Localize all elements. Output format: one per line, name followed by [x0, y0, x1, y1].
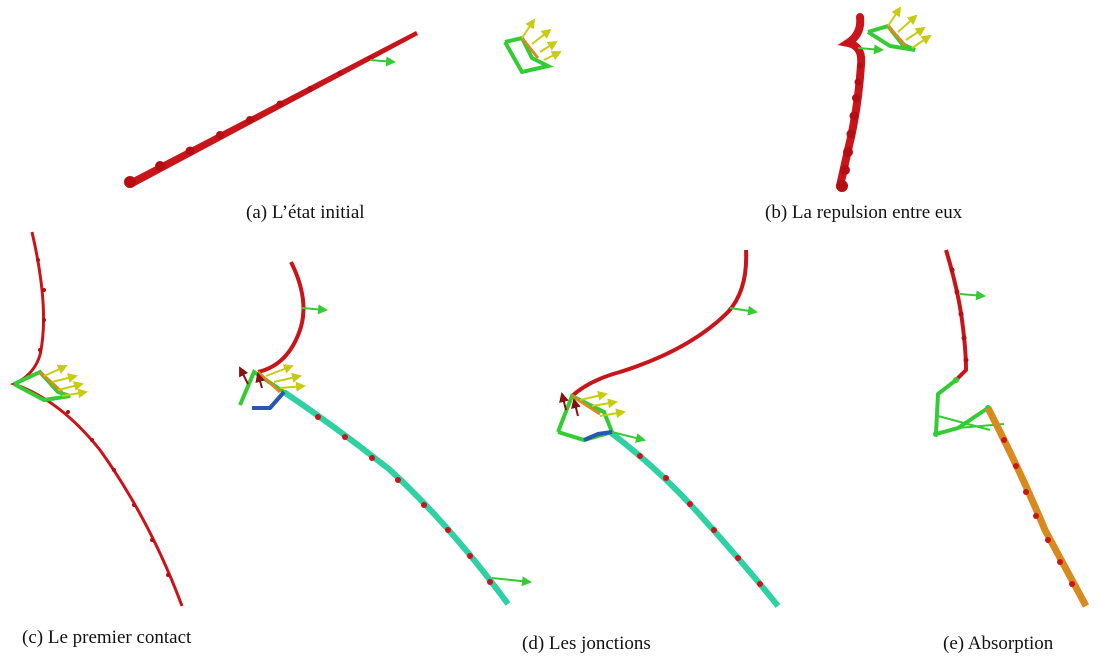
arrow-a-1 — [370, 60, 394, 62]
caption-a: (a) L’état initial — [246, 202, 365, 224]
arrow-d-top — [730, 308, 756, 312]
panel-b — [836, 8, 930, 192]
arrow-e-top — [960, 294, 984, 296]
molecule-d — [558, 394, 644, 440]
molecule-c — [14, 366, 86, 400]
strand-c2-top — [258, 262, 303, 372]
strand-c-beads — [36, 258, 170, 577]
molecule-b — [868, 8, 930, 50]
caption-e: (e) Absorption — [943, 633, 1053, 655]
strand-b — [840, 17, 861, 186]
caption-b: (b) La repulsion entre eux — [765, 202, 962, 224]
arrow-c2-top — [302, 308, 326, 310]
strand-c2-teal — [284, 392, 508, 604]
strand-c2-beads — [315, 414, 493, 585]
strand-a — [127, 31, 418, 187]
panel-c2 — [240, 262, 530, 604]
molecule-a — [505, 20, 560, 72]
caption-c: (c) Le premier contact — [22, 627, 191, 649]
strand-d-top — [572, 250, 746, 396]
strand-d-teal — [610, 432, 778, 606]
panel-c — [14, 232, 182, 606]
panel-d — [558, 250, 778, 606]
panel-a — [124, 20, 560, 188]
molecule-e — [933, 377, 1004, 437]
strand-c — [14, 232, 182, 606]
caption-d: (d) Les jonctions — [522, 633, 651, 655]
panel-e — [933, 250, 1086, 606]
arrow-c2-bottom — [492, 578, 530, 582]
